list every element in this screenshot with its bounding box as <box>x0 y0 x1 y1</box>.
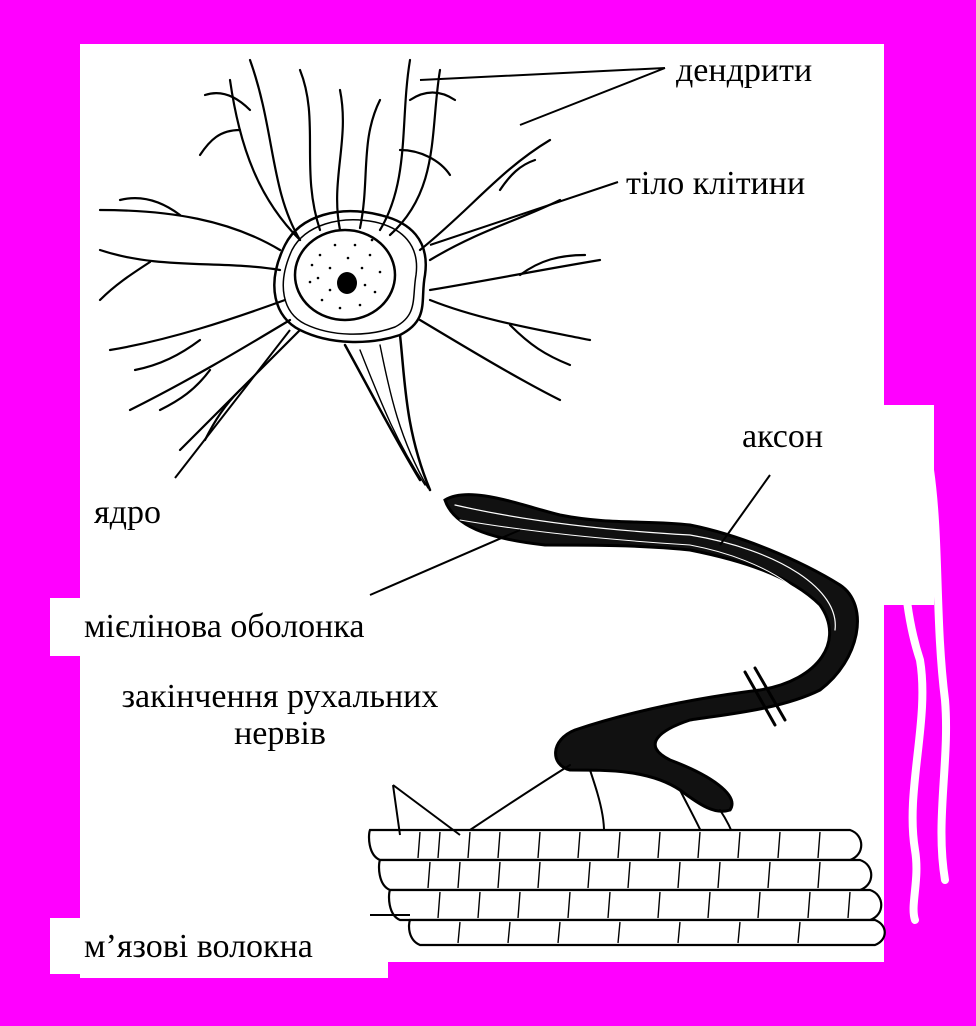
label-motor-nerve-endings-line1: закінчення рухальних <box>121 678 439 715</box>
neuron-illustration <box>98 58 859 901</box>
leader-axon <box>719 474 771 546</box>
leader-nucleus <box>174 329 291 479</box>
leader-dendrites <box>419 67 666 126</box>
label-myelin-sheath: мієлінова оболонка <box>84 608 365 645</box>
label-muscle-fibers: м’язові волокна <box>84 928 313 965</box>
label-motor-nerve-endings-line2: нервів <box>234 715 326 753</box>
label-cell-body: тіло клітини <box>626 165 806 202</box>
label-dendrites: дендрити <box>676 52 813 89</box>
terminal-branches <box>469 764 741 901</box>
decorative-fiber-right <box>891 466 951 924</box>
axon-hillock <box>343 333 432 492</box>
leader-myelin <box>369 529 521 596</box>
leader-cell-body <box>429 181 619 246</box>
muscle-fibers-illustration <box>367 828 886 947</box>
cell-body-inner <box>282 219 418 335</box>
label-axon: аксон <box>742 418 824 455</box>
dendrite-branches <box>98 58 602 452</box>
leader-motor-endings <box>392 784 461 836</box>
leader-lines <box>174 67 771 916</box>
nucleolus <box>337 272 357 294</box>
cell-body-outline <box>273 210 428 344</box>
nucleus-outline <box>293 228 397 322</box>
muscle-striations <box>417 831 851 944</box>
myelin-sheath <box>443 493 859 813</box>
nucleus-stipple <box>308 238 382 310</box>
label-nucleus: ядро <box>94 494 161 531</box>
label-motor-nerve-endings: закінчення рухальних нервів <box>90 678 470 753</box>
